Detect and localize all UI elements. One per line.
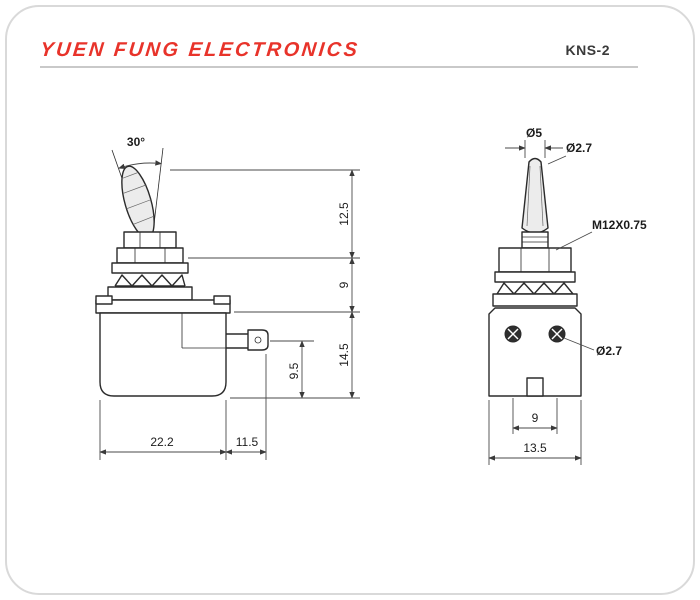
thread-leader [555, 231, 593, 251]
threaded-bushing-front [521, 231, 549, 249]
side-view-height-dimensions [170, 169, 360, 399]
angle-label: 30° [127, 135, 145, 149]
terminal-screw-left [504, 325, 522, 343]
dim-lever-height: 12.5 [337, 202, 351, 226]
switch-body-front [488, 307, 582, 397]
nut-stack-side [107, 231, 193, 301]
switch-body-side [95, 295, 231, 397]
dim-terminal-height: 9.5 [287, 362, 301, 379]
front-view: Ø5 Ø2.7 M12X0.75 Ø2.7 9 13.5 [488, 126, 647, 465]
dim-hole-dia-top: Ø2.7 [566, 141, 592, 155]
toggle-lever-front [521, 157, 549, 234]
dim-body-height: 14.5 [337, 343, 351, 367]
dim-bushing-height: 9 [337, 281, 351, 288]
terminal-screw-right [548, 325, 566, 343]
dim-body-width-side: 22.2 [150, 435, 174, 449]
side-view: 30° [95, 135, 360, 460]
tip-diameter-dimension [505, 140, 567, 165]
hole-leader [563, 337, 595, 351]
thread-spec: M12X0.75 [592, 218, 647, 232]
dim-terminal-spacing: 9 [532, 411, 539, 425]
terminal-lug-side [226, 329, 269, 351]
side-view-width-dimensions [99, 354, 267, 460]
title-block: YUEN FUNG ELECTRONICS KNS-2 [39, 34, 638, 68]
dim-terminal-width: 11.5 [236, 435, 259, 449]
dim-body-width-front: 13.5 [523, 441, 547, 455]
dim-tip-dia: Ø5 [526, 126, 542, 140]
front-view-width-dimensions [488, 398, 582, 465]
dim-hole-dia-side: Ø2.7 [596, 344, 622, 358]
nut-stack-front [492, 247, 578, 307]
model-number: KNS-2 [565, 42, 610, 58]
